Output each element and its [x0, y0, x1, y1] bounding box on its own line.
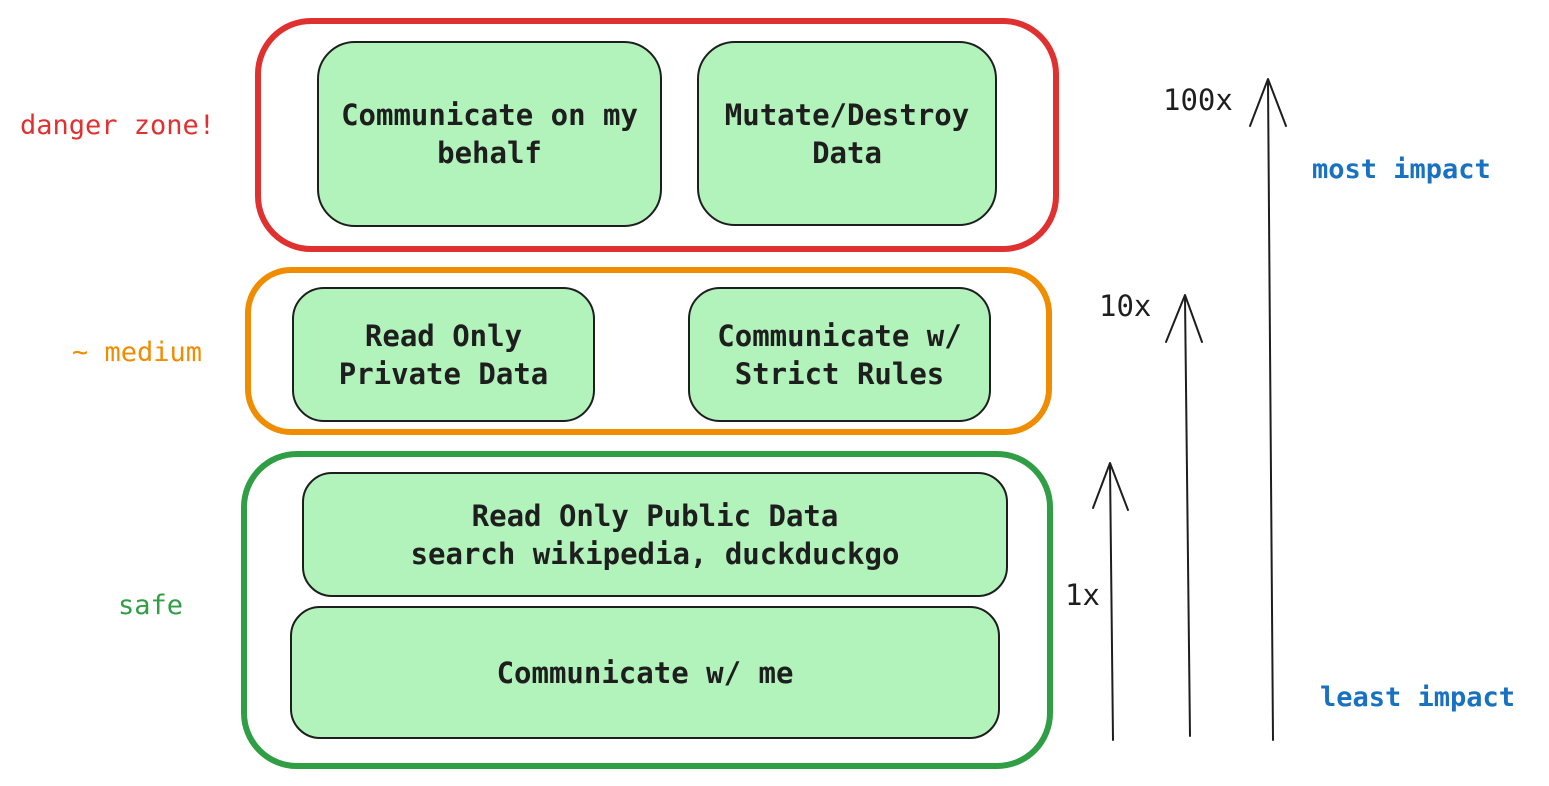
read-only-public-data-box: Read Only Public Data search wikipedia, …: [302, 472, 1008, 597]
danger-zone-label: danger zone!: [20, 110, 216, 141]
communicate-on-my-behalf-box: Communicate on my behalf: [317, 41, 662, 227]
communicate-strict-rules-box: Communicate w/ Strict Rules: [688, 287, 991, 422]
arrow-100x: [1249, 78, 1287, 741]
least-impact-label: least impact: [1320, 682, 1516, 713]
medium-tier-frame: [245, 267, 1052, 435]
arrow-10x: [1165, 294, 1203, 737]
multiplier-10x-label: 10x: [1099, 289, 1152, 323]
read-only-private-data-box: Read Only Private Data: [292, 287, 595, 422]
communicate-with-me-box: Communicate w/ me: [290, 606, 1000, 739]
safe-tier-frame: [241, 451, 1053, 769]
most-impact-label: most impact: [1312, 154, 1491, 185]
danger-tier-frame: [255, 18, 1059, 252]
multiplier-1x-label: 1x: [1065, 578, 1100, 612]
safe-zone-label: safe: [118, 590, 184, 621]
medium-zone-label: ~ medium: [72, 337, 203, 368]
mutate-destroy-data-box: Mutate/Destroy Data: [697, 41, 997, 226]
multiplier-100x-label: 100x: [1163, 83, 1233, 117]
